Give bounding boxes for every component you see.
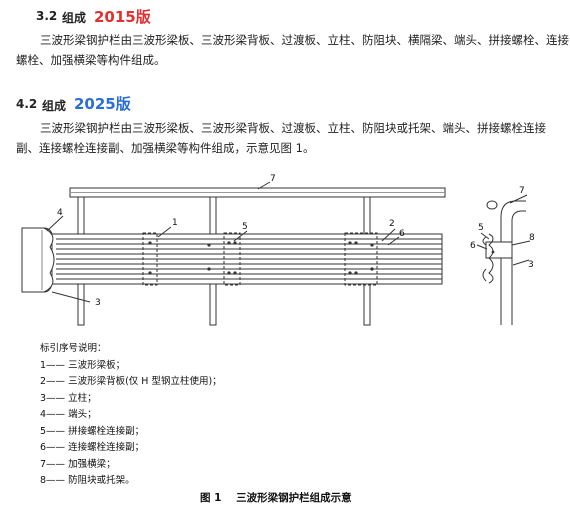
legend-item: 2—— 三波形梁背板(仅 H 型钢立柱使用)； (40, 376, 222, 387)
section-number-2025: 4.2 (16, 97, 38, 111)
side-callout-8: 8 (529, 233, 535, 243)
version-label-2015: 2015版 (94, 8, 151, 26)
splice-joint (142, 232, 158, 286)
legend-item: 1—— 三波形梁板； (40, 359, 126, 371)
side-callout-3: 3 (528, 260, 534, 270)
splice-joint (344, 232, 378, 286)
callout-labels: 1 5 2 6 7 4 3 7 5 6 8 3 (57, 174, 535, 308)
legend-item: 8—— 防阻块或托架。 (40, 475, 135, 486)
side-callout-7: 7 (519, 186, 525, 196)
splice-joint (223, 232, 241, 286)
paragraph-2025-line1: 三波形梁钢护栏由三波形梁板、三波形梁背板、过渡板、立柱、防阻块或托架、端头、拼接… (40, 121, 546, 135)
callout-5: 5 (242, 222, 248, 232)
three-wave-beam (51, 233, 443, 285)
callout-3: 3 (95, 298, 101, 308)
legend-item: 5—— 拼接螺栓连接副； (40, 425, 145, 437)
figure-caption: 图 1 三波形梁钢护栏组成示意 (200, 492, 352, 504)
section-title-2025: 组成 (42, 99, 67, 113)
side-callout-6: 6 (470, 241, 476, 251)
callout-2: 2 (389, 219, 395, 229)
paragraph-2015-line2: 螺栓、加强横梁等构件组成。 (16, 53, 166, 67)
section-title-2015: 组成 (62, 11, 87, 25)
side-view (482, 200, 526, 325)
callout-6: 6 (399, 229, 405, 239)
legend-item: 3—— 立柱； (40, 392, 97, 404)
legend-item: 4—— 端头； (40, 409, 97, 420)
legend-item: 7—— 加强横梁； (40, 458, 116, 470)
version-label-2025: 2025版 (74, 95, 131, 113)
legend-title: 标引序号说明： (40, 343, 107, 354)
paragraph-2015-line1: 三波形梁钢护栏由三波形梁板、三波形梁背板、过渡板、立柱、防阻块、横隔梁、端头、拼… (40, 33, 569, 47)
bolts (148, 241, 374, 275)
guardrail-figure: 1 5 2 6 7 4 3 7 5 6 8 3 (21, 174, 535, 326)
legend: 标引序号说明： 1—— 三波形梁板； 2—— 三波形梁背板(仅 H 型钢立柱使用… (40, 341, 222, 490)
callout-7: 7 (270, 174, 276, 184)
end-terminal (21, 227, 55, 293)
legend-list: 1—— 三波形梁板； 2—— 三波形梁背板(仅 H 型钢立柱使用)； 3—— 立… (40, 358, 222, 490)
callout-1: 1 (172, 218, 178, 228)
callout-4: 4 (57, 208, 63, 218)
section-number-2015: 3.2 (36, 9, 58, 23)
paragraph-2025-line2: 副、连接螺栓连接副、加强横梁等构件组成，示意见图 1。 (16, 141, 315, 155)
side-callout-5: 5 (478, 223, 484, 233)
legend-item: 6—— 连接螺栓连接副； (40, 442, 145, 453)
